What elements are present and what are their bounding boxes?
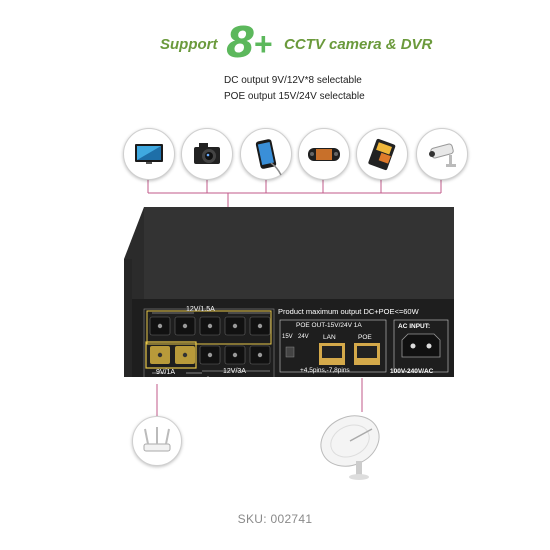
power-supply-device: 12V/1.5A 9V/1A 12V/3A Product maximum ou… xyxy=(124,207,454,377)
poe-out-label: POE OUT-15V/24V 1A xyxy=(296,322,362,329)
device-body xyxy=(124,207,454,377)
ac-range-label: 100V-240V/AC xyxy=(390,368,434,375)
label-12v-15a: 12V/1.5A xyxy=(186,306,215,313)
satellite-dish-icon xyxy=(312,405,392,485)
tv-icon xyxy=(123,128,175,180)
cctv-camera-icon xyxy=(416,128,468,180)
label-15v: 15V xyxy=(282,334,293,340)
camera-icon xyxy=(181,128,233,180)
wifi-router-icon xyxy=(132,416,182,466)
pins-label: +4,5pins,-7,8pins xyxy=(300,367,350,374)
headline-number: 8 xyxy=(226,18,256,67)
sku-label: SKU: 002741 xyxy=(237,512,313,526)
headline-plus: + xyxy=(254,26,273,62)
label-12v-3a: 12V/3A xyxy=(223,368,246,375)
label-poe: POE xyxy=(358,334,372,341)
max-output-label: Product maximum output DC+POE<=60W xyxy=(278,307,419,316)
card-reader-icon xyxy=(356,128,408,180)
subtitle-poe: POE output 15V/24V selectable xyxy=(224,91,365,102)
ac-input-label: AC INPUT: xyxy=(398,323,431,330)
game-console-icon xyxy=(298,128,350,180)
subtitle-dc: DC output 9V/12V*8 selectable xyxy=(224,75,362,86)
headline: Support 8 + CCTV camera & DVR xyxy=(0,22,550,68)
label-lan: LAN xyxy=(323,334,336,341)
headline-left: Support xyxy=(160,36,218,53)
smartphone-icon xyxy=(240,128,292,180)
headline-right: CCTV camera & DVR xyxy=(284,36,433,53)
label-9v-1a: 9V/1A xyxy=(156,369,176,376)
label-24v: 24V xyxy=(298,334,309,340)
